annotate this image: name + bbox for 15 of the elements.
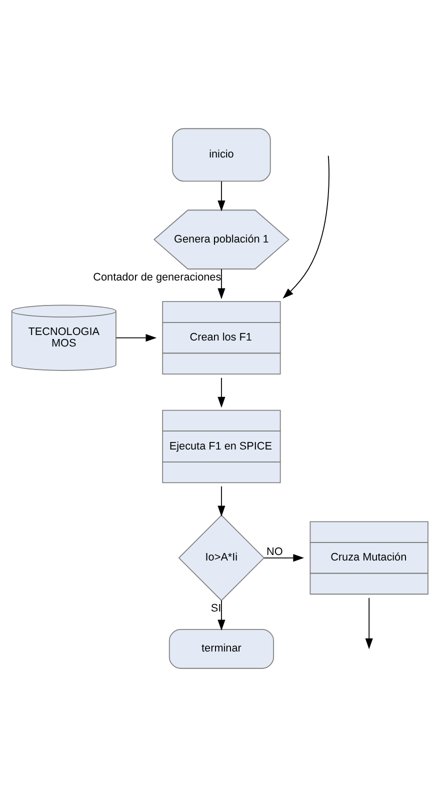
arrow	[264, 554, 304, 562]
arrow	[218, 485, 226, 516]
node-box: inicio	[172, 128, 271, 182]
arrow	[116, 334, 157, 342]
node-box: terminar	[168, 628, 274, 668]
node-diamond: Io>A*Ii	[178, 514, 265, 601]
arrow	[218, 268, 226, 299]
edge-label: SI	[210, 602, 222, 614]
edge-label: Contador de generaciones	[93, 270, 222, 283]
arrow	[218, 376, 226, 408]
arrow	[218, 180, 226, 211]
arrow	[365, 596, 373, 649]
arrow	[218, 600, 226, 630]
edge-label: NO	[266, 545, 283, 558]
arrow	[282, 154, 330, 298]
